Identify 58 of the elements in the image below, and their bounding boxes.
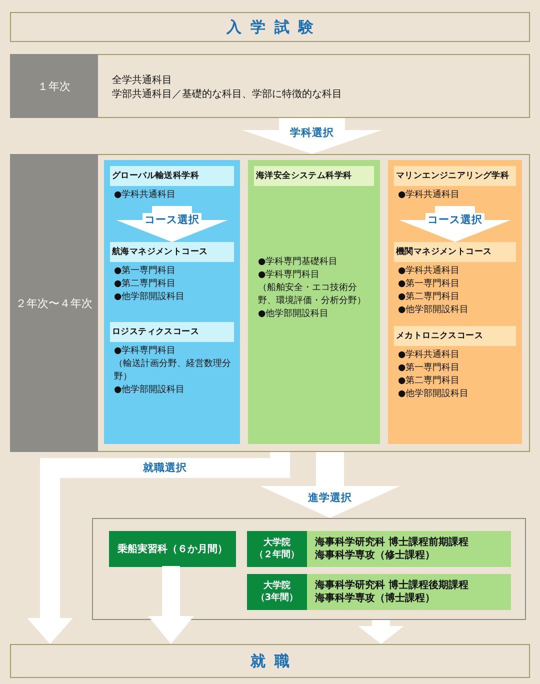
subject-item: ●学科共通科目 [397, 349, 461, 362]
edge-label: コース選択 [426, 213, 484, 227]
year-label: ２年次〜４年次 [10, 154, 98, 452]
edge-label: 進学選択 [306, 491, 354, 505]
course-heading: メカトロニクスコース [394, 326, 516, 346]
block-arrow [399, 206, 511, 242]
subject-item: ●第一専門科目 [397, 362, 461, 375]
program-box: 乗船実習科（６か月間） [109, 531, 236, 567]
block-arrow [358, 620, 404, 644]
stage-box: 就職 [10, 644, 530, 678]
subject-item: ●学科専門科目 [113, 345, 177, 358]
subject-text: 学部共通科目／基礎的な科目、学部に特徴的な科目 [112, 88, 342, 101]
edge-label: 就職選択 [141, 461, 189, 475]
edge-label: コース選択 [142, 213, 202, 227]
subject-item: ●第一専門科目 [397, 278, 461, 291]
subject-item: ●第二専門科目 [397, 291, 461, 304]
subject-item: ●他学部開設科目 [113, 291, 186, 304]
subject-item: ●学科共通科目 [397, 189, 461, 202]
edge-label: 学科選択 [288, 126, 336, 140]
year-label: １年次 [10, 54, 98, 118]
subject-item: ●学科共通科目 [113, 189, 177, 202]
subject-item: ●他学部開設科目 [257, 308, 330, 321]
subject-item: ●他学部開設科目 [397, 304, 470, 317]
subject-item: （船舶安全・エコ技術分野、環境評価・分析分野） [257, 282, 367, 308]
degree-label: 大学院（２年間） [247, 531, 307, 567]
course-heading: ロジスティクスコース [110, 322, 234, 342]
course-heading: 機関マネジメントコース [394, 242, 516, 262]
subject-item: ●学科専門科目 [257, 269, 321, 282]
program-name: 海事科学専攻（博士課程） [315, 592, 435, 605]
program-box [247, 574, 511, 610]
course-heading: グローバル輸送科学科 [110, 166, 234, 186]
subject-item: ●他学部開設科目 [113, 384, 186, 397]
block-arrow [27, 452, 290, 644]
department-panel [248, 160, 380, 444]
subject-text: 全学共通科目 [112, 74, 172, 87]
program-name: 海事科学専攻（修士課程） [315, 549, 435, 562]
subject-item: ●学科共通科目 [397, 265, 461, 278]
subject-item: ●学科専門基礎科目 [257, 256, 339, 269]
course-heading: マリンエンジニアリング学科 [394, 166, 516, 186]
subject-item: （輸送計画分野、経営数理分野） [113, 358, 232, 384]
stage-box: 入学試験 [10, 12, 530, 42]
program-box [247, 531, 511, 567]
block-arrow [242, 118, 382, 154]
block-arrow [116, 206, 228, 242]
program-name: 海事科学研究科 博士課程前期課程 [315, 536, 468, 549]
subject-item: ●第二専門科目 [397, 375, 461, 388]
subject-item: ●他学部開設科目 [397, 388, 470, 401]
block-arrow [148, 566, 194, 644]
block-arrow [260, 452, 400, 518]
program-name: 海事科学研究科 博士課程後期課程 [315, 579, 468, 592]
department-panel [388, 160, 522, 444]
course-heading: 航海マネジメントコース [110, 242, 234, 262]
department-panel [104, 160, 240, 444]
subject-item: ●第一専門科目 [113, 265, 177, 278]
subject-item: ●第二専門科目 [113, 278, 177, 291]
course-heading: 海洋安全システム科学科 [254, 166, 374, 186]
program-group-box [92, 518, 526, 620]
degree-label: 大学院（3年間） [247, 574, 307, 610]
